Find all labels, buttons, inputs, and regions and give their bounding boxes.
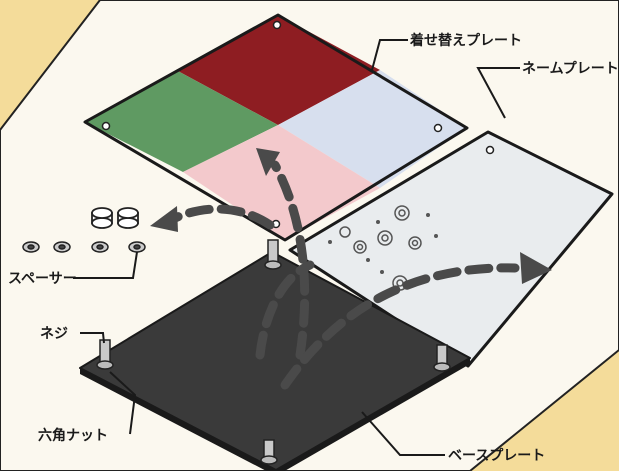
curved-arrow-left-icon — [170, 204, 275, 230]
hex-nuts — [22, 241, 146, 253]
arrow-connector — [255, 260, 315, 360]
base-plate-top — [79, 251, 471, 471]
base-plate — [79, 251, 471, 471]
leader-lines — [73, 39, 520, 456]
arrow-heads — [150, 148, 552, 284]
label-spacer: スペーサー — [8, 271, 77, 287]
name-plate — [288, 130, 614, 368]
spacer-cylinder-2 — [117, 207, 139, 229]
name-plate-body — [288, 130, 614, 368]
dress-up-plate-outline — [83, 13, 469, 242]
screw-standoffs — [96, 239, 451, 465]
standoff-right — [433, 344, 451, 372]
spacer-cylinder-1 — [91, 207, 113, 229]
label-base-plate: ベースプレート — [448, 448, 545, 464]
standoff-left — [96, 339, 114, 370]
label-name-plate: ネームプレート — [522, 61, 619, 77]
flower-engraving-icon — [339, 205, 422, 291]
standoff-top — [264, 239, 282, 270]
label-hex-nut: 六角ナット — [38, 427, 108, 444]
assembly-arrows — [170, 160, 520, 390]
curved-arrow-up-icon — [270, 160, 310, 360]
spacers — [91, 207, 139, 229]
base-plate-side — [80, 358, 470, 471]
standoff-bottom — [260, 439, 278, 465]
curved-arrow-right-icon — [280, 263, 520, 390]
dress-up-plate — [83, 13, 469, 242]
label-screw: ネジ — [40, 326, 68, 342]
label-dress-up-plate: 着せ替えプレート — [409, 32, 522, 49]
